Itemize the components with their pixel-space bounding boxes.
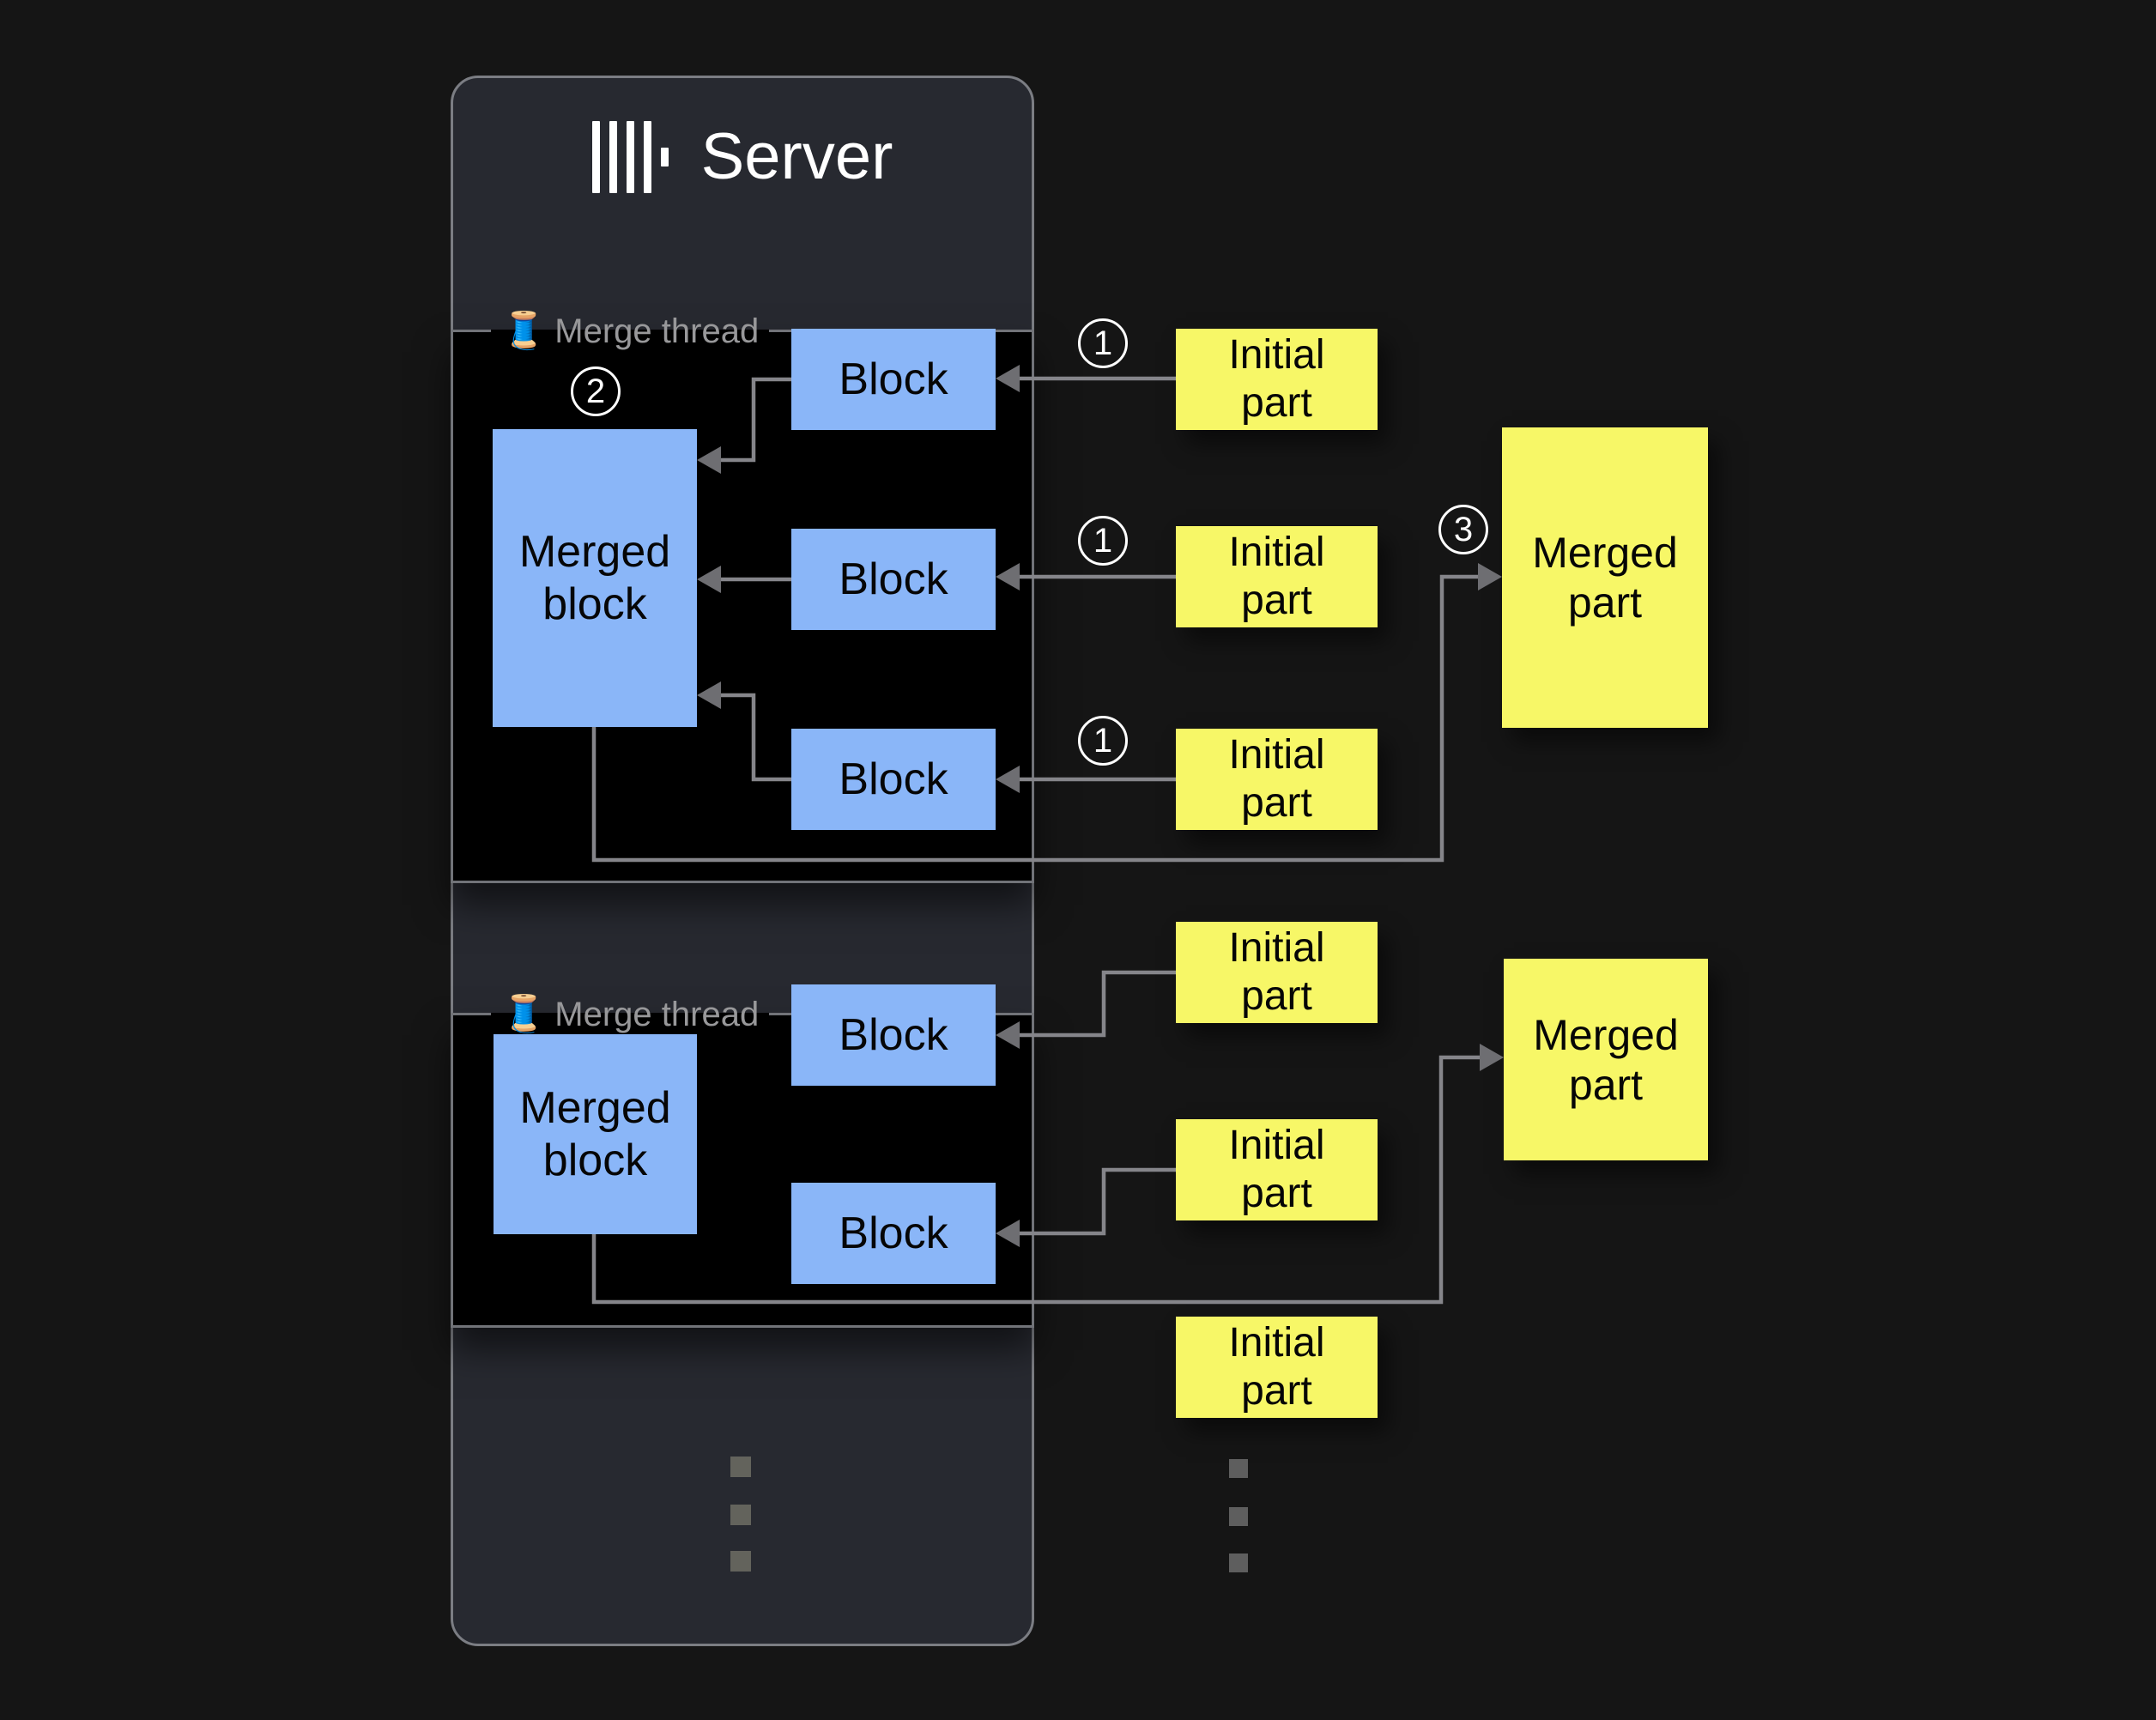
initial-part-label: Initial — [1228, 1123, 1325, 1169]
initial-part-label: Initial — [1228, 1320, 1325, 1366]
wire-initialpart5-block5 — [1020, 1167, 1176, 1236]
merged-part-1: Merged part — [1502, 427, 1708, 728]
logo-bar — [643, 121, 651, 193]
merged-block-1: Merged block — [493, 429, 697, 727]
server-title: Server — [700, 120, 893, 193]
initial-part-2: Initial part — [1176, 526, 1378, 627]
merged-part-label: part — [1568, 1060, 1644, 1109]
initial-part-label: Initial — [1228, 925, 1325, 972]
initial-part-label: part — [1241, 1368, 1312, 1414]
more-parts-dots — [1229, 1553, 1248, 1572]
logo-bar — [609, 121, 617, 193]
merged-part-2: Merged part — [1504, 959, 1708, 1160]
step-3-badge: 3 — [1438, 505, 1488, 554]
block-label: Block — [839, 1208, 948, 1258]
more-parts-dots — [1229, 1507, 1248, 1526]
merge-thread-text: Merge thread — [554, 312, 760, 350]
block-5: Block — [791, 1183, 996, 1284]
wire-initialpart4-block4 — [1020, 970, 1176, 1038]
logo-bar — [626, 121, 634, 193]
initial-part-label: part — [1241, 973, 1312, 1019]
merged-part-label: Merged — [1533, 1010, 1679, 1059]
more-threads-dots — [730, 1551, 751, 1572]
merged-part-label: part — [1567, 578, 1643, 627]
initial-part-5: Initial part — [1176, 1119, 1378, 1220]
more-threads-dots — [730, 1505, 751, 1525]
merged-block-label: Merged — [518, 527, 671, 578]
thread-spool-icon: 🧵 — [501, 310, 547, 350]
step-number: 1 — [1093, 324, 1113, 362]
initial-part-4: Initial part — [1176, 922, 1378, 1023]
initial-part-label: Initial — [1228, 732, 1325, 778]
step-1-badge: 1 — [1078, 716, 1128, 766]
server-header: Server — [451, 110, 1034, 204]
arrowhead-right-icon — [1478, 563, 1502, 590]
initial-part-label: part — [1241, 578, 1312, 623]
step-number: 3 — [1453, 511, 1474, 548]
block-label: Block — [839, 354, 948, 404]
block-2: Block — [791, 529, 996, 630]
initial-part-label: Initial — [1228, 332, 1325, 379]
more-threads-dots — [730, 1457, 751, 1477]
more-parts-dots — [1229, 1459, 1248, 1478]
step-2-badge: 2 — [571, 366, 621, 416]
merge-thread-label-1: 🧵Merge thread — [491, 310, 769, 350]
logo-bar — [591, 121, 600, 193]
block-label: Block — [839, 754, 948, 804]
merged-part-label: Merged — [1532, 529, 1678, 577]
merge-thread-label-2: 🧵Merge thread — [491, 993, 769, 1033]
initial-part-6: Initial part — [1176, 1317, 1378, 1418]
arrowhead-right-icon — [1480, 1044, 1504, 1071]
merged-block-label: block — [542, 1135, 648, 1185]
initial-part-label: part — [1241, 1171, 1312, 1216]
step-number: 2 — [585, 372, 606, 410]
block-1: Block — [791, 329, 996, 430]
logo-bar-short — [660, 148, 669, 167]
initial-part-label: part — [1241, 780, 1312, 826]
block-4: Block — [791, 984, 996, 1086]
initial-part-label: Initial — [1228, 530, 1325, 576]
initial-part-3: Initial part — [1176, 729, 1378, 830]
initial-part-label: part — [1241, 380, 1312, 426]
step-1-badge: 1 — [1078, 318, 1128, 368]
block-label: Block — [839, 1009, 948, 1060]
block-label: Block — [839, 554, 948, 604]
block-3: Block — [791, 729, 996, 830]
merged-block-label: block — [542, 578, 647, 629]
clickhouse-logo-icon — [591, 121, 669, 193]
merged-block-label: Merged — [519, 1083, 671, 1134]
step-number: 1 — [1093, 722, 1113, 760]
initial-part-1: Initial part — [1176, 329, 1378, 430]
step-number: 1 — [1093, 522, 1113, 560]
merged-block-2: Merged block — [494, 1034, 697, 1234]
thread-spool-icon: 🧵 — [501, 993, 547, 1033]
step-1-badge: 1 — [1078, 516, 1128, 566]
merge-thread-text: Merge thread — [554, 996, 760, 1033]
